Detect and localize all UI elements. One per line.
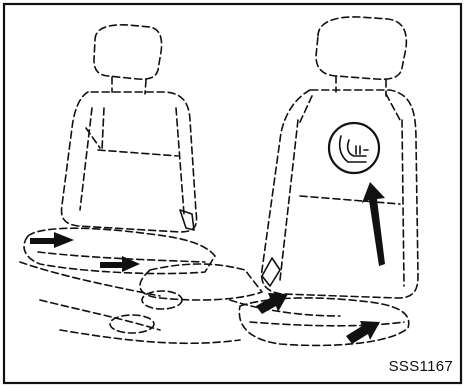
right-seat — [239, 17, 418, 346]
right-seat-buckle — [262, 258, 280, 286]
floor-lines — [20, 262, 340, 343]
right-seat-cushion-seam — [250, 322, 404, 326]
left-seat — [24, 25, 215, 274]
arrow-to-symbol — [362, 182, 385, 266]
left-seat-cushion-seam — [38, 252, 205, 262]
left-seat-back-seam — [80, 108, 184, 214]
left-seat-headrest — [94, 25, 162, 79]
figure-code: SSS1167 — [389, 358, 453, 375]
right-seat-back-seam — [280, 94, 404, 286]
right-seat-headrest — [316, 17, 406, 79]
console-body — [140, 264, 262, 300]
arrows — [30, 182, 385, 344]
left-seat-buckle — [180, 210, 194, 230]
child-seat-anchor-icon — [329, 123, 379, 173]
right-seat-backrest — [262, 90, 418, 298]
figure-frame — [4, 4, 461, 383]
arrow-left-anchor-1 — [30, 232, 74, 248]
center-console — [20, 262, 340, 343]
